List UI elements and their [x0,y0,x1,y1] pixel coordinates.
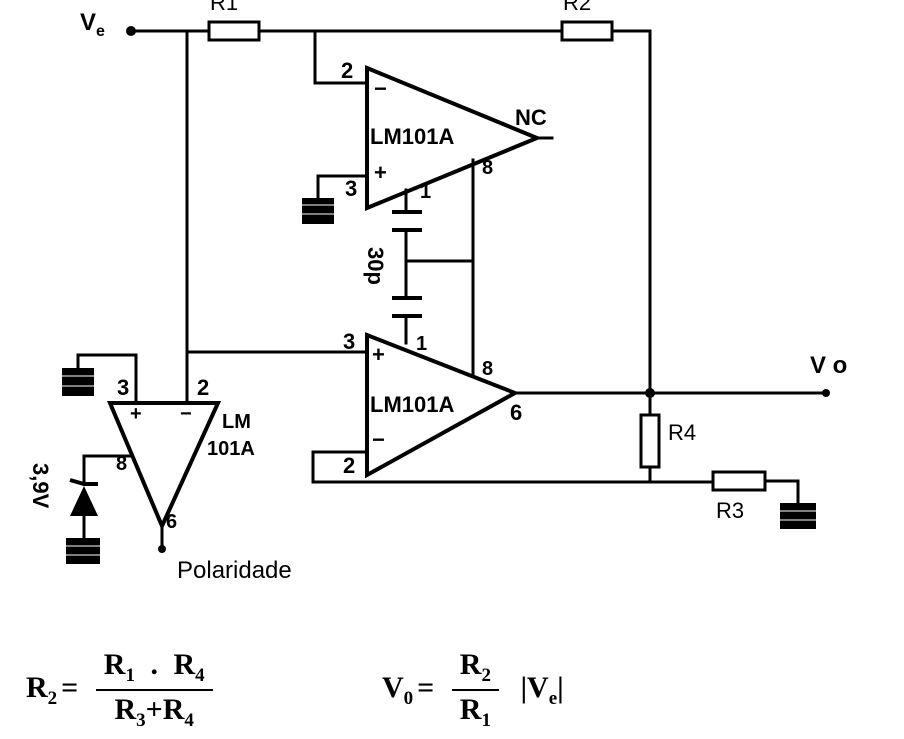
r4-label: R4 [668,420,696,445]
pin-top-3: 3 [345,176,357,201]
r2-resistor [560,20,614,42]
wire-top-plus-ground [316,174,369,202]
pin-bottom-1: 1 [416,333,427,355]
wire-top-minus [313,29,369,85]
comp-network [392,158,475,377]
ve-label: Ve [80,9,105,40]
pin-bottom-2: 2 [343,453,355,478]
ground-left-top [62,368,94,396]
svg-text:−: − [180,403,192,425]
wire-zener [82,454,132,484]
polaridade-label: Polaridade [177,557,292,584]
opamp-left: + − 3 2 8 6 LM 101A [106,375,255,533]
pin-left-3: 3 [117,375,129,400]
wire-bottom-minus [311,450,715,484]
r4-resistor [639,413,661,469]
opamp-bottom: LM101A + − 3 2 1 8 6 [343,329,522,479]
zener-label: 3,9V [28,463,53,509]
formula-r2: R2= R1 . R4 R3+R4 [26,648,213,732]
vo-terminal [822,389,830,397]
wire-r3-ground [763,479,800,507]
opamp-left-label-1: LM [222,411,251,433]
zener-diode [69,478,98,542]
pin-top-2: 2 [341,58,353,83]
ground-r3 [780,503,816,529]
nc-label: NC [515,105,547,130]
pin-bottom-3: 3 [343,329,355,354]
pin-top-1: 1 [420,181,431,203]
opamp-left-label-2: 101A [207,438,255,460]
svg-text:+: + [130,403,142,425]
formula-v0-fraction: R2 R1 [451,648,499,732]
pin-top-8: 8 [482,157,493,179]
svg-text:+: + [374,160,387,185]
r3-resistor [711,470,767,492]
svg-text:−: − [374,76,387,101]
opamp-bottom-label: LM101A [370,392,454,417]
r3-label: R3 [716,498,744,523]
pin-left-2: 2 [197,375,209,400]
r1-label: R1 [210,0,238,15]
formula-r2-fraction: R1 . R4 R3+R4 [95,648,213,732]
opamp-top-label: LM101A [370,124,454,149]
pin-bottom-8: 8 [482,358,493,380]
formula-v0: V0= R2 R1 |Ve| [382,648,564,732]
opamp-top: LM101A − + 2 3 1 8 NC [341,58,554,211]
wire-left-plus-ground [76,353,138,405]
pin-left-6: 6 [166,511,177,533]
r1-resistor [207,20,261,42]
svg-text:−: − [372,427,385,452]
polaridade-terminal [158,545,166,553]
pin-bottom-6: 6 [510,400,522,425]
ground-zener [66,538,100,564]
svg-text:+: + [372,342,385,367]
r2-label: R2 [563,0,591,15]
pin-left-8: 8 [116,453,127,475]
vo-label: V o [810,352,847,379]
ground-top [302,198,334,224]
cap-label: 30p [363,247,388,285]
top-rail [129,29,652,395]
